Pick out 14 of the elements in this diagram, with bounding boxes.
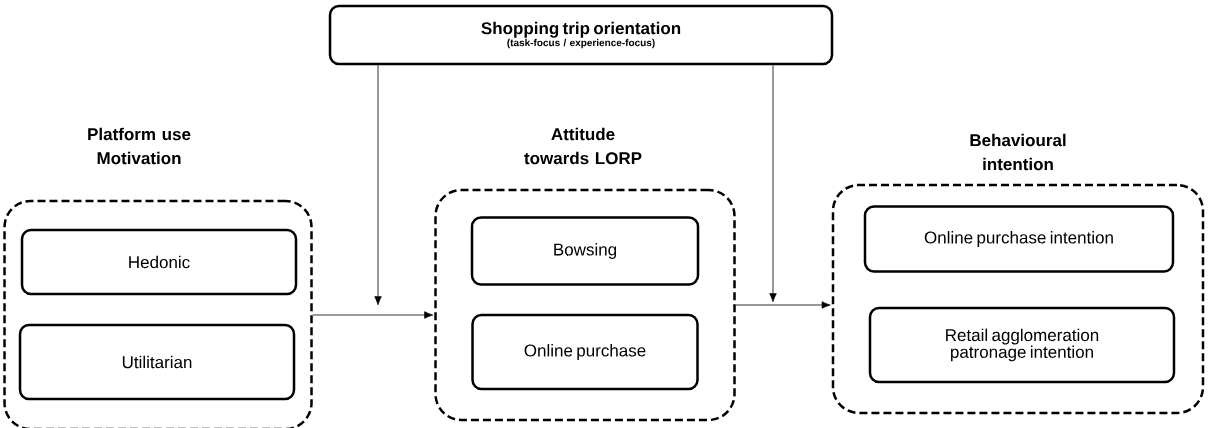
construct-box: Bowsing bbox=[470, 216, 700, 286]
construct-box: Online purchase intention bbox=[863, 205, 1175, 273]
arrow bbox=[735, 301, 831, 309]
construct-box: Hedonic bbox=[20, 228, 298, 296]
arrow bbox=[312, 311, 434, 319]
title-box: Shopping trip orientation (task-focus / experience-focus) bbox=[328, 4, 834, 66]
group-heading: Platform use Motivation bbox=[88, 127, 191, 165]
arrow bbox=[769, 64, 777, 303]
group-heading: Behavioural intention bbox=[970, 133, 1066, 171]
construct-box: Utilitarian bbox=[18, 323, 296, 401]
construct-box: Online purchase bbox=[471, 313, 699, 391]
construct-box: Retail agglomeration patronage intention bbox=[868, 306, 1176, 384]
group-heading: Attitude towards LORP bbox=[524, 127, 642, 165]
arrow bbox=[374, 64, 382, 306]
